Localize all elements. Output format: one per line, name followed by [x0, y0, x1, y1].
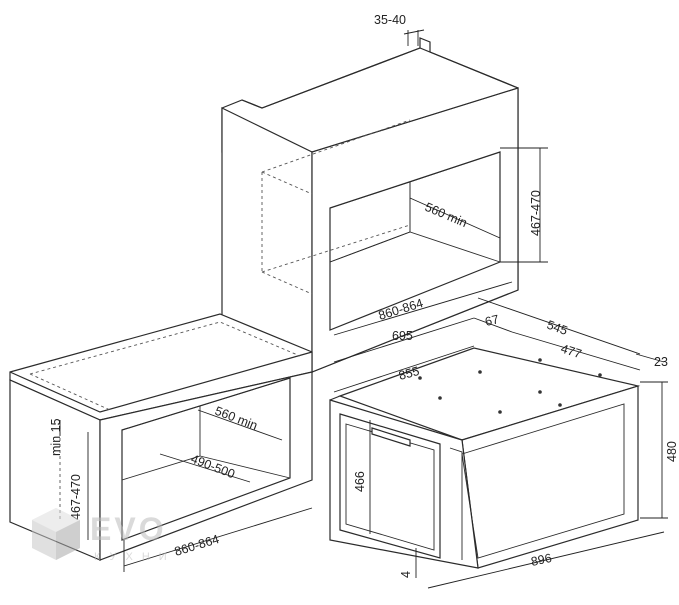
top-fixing-points — [418, 358, 602, 414]
dim-oven-total-height: 480 — [665, 441, 679, 462]
dim-oven-body-width: 855 — [397, 364, 421, 383]
watermark-brand: EVO — [90, 511, 167, 547]
dim-lower-width: 860-864 — [173, 532, 221, 559]
watermark-subtitle: КУХНИ — [94, 551, 176, 563]
dim-oven-front-height: 466 — [353, 471, 367, 492]
oven-appliance — [329, 347, 641, 569]
dim-oven-top-width: 695 — [392, 329, 413, 343]
dim-upper-niche-height: 467-470 — [529, 190, 543, 236]
dim-oven-depth-body: 477 — [559, 342, 583, 362]
dim-oven-offset: 67 — [484, 312, 501, 329]
dim-oven-total-width: 896 — [530, 551, 553, 569]
watermark-logo: EVO КУХНИ — [32, 508, 176, 563]
dim-oven-side: 23 — [654, 355, 668, 369]
dim-oven-bottom: 4 — [399, 571, 413, 578]
evo-cube-icon — [32, 508, 80, 560]
dim-oven-depth-total: 545 — [545, 318, 569, 338]
dimension-lines — [59, 29, 668, 589]
upper-cabinet — [221, 37, 519, 373]
dim-lower-min: min 15 — [49, 418, 63, 456]
dim-lower-niche-height: 467-470 — [69, 474, 83, 520]
lower-cabinet — [9, 313, 313, 561]
dim-gap-top: 35-40 — [374, 13, 406, 27]
